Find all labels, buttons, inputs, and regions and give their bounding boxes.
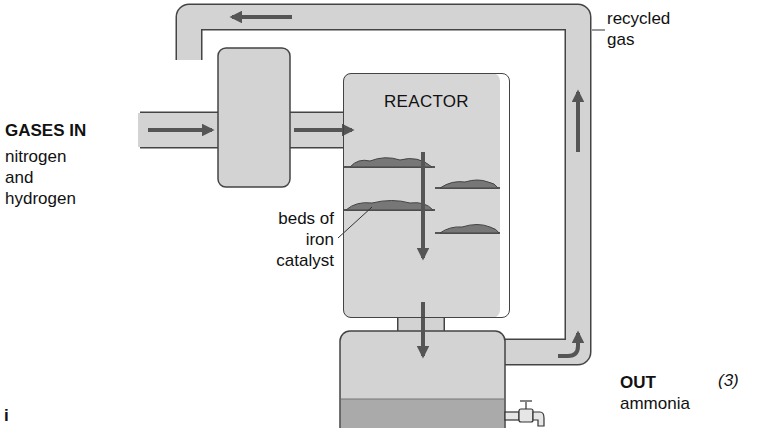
- flow-arrows: [148, 17, 578, 356]
- liquid-surface: [341, 399, 504, 400]
- inlet-gases: nitrogen and hydrogen: [5, 146, 87, 209]
- liquid-ammonia: [341, 399, 504, 428]
- outlet-label: OUT: [620, 372, 700, 393]
- reactor-vessel: REACTOR: [343, 73, 510, 318]
- vessel-name: REACTOR: [344, 74, 509, 112]
- recycle-label: recycled gas: [607, 8, 677, 50]
- mixer-vessel: [218, 48, 290, 187]
- recycle-pipe-fill: [189, 17, 578, 352]
- part-number: i: [4, 405, 24, 426]
- outlet-tap: [505, 401, 544, 426]
- inlet-label: GASES IN: [5, 120, 145, 141]
- recycle-pipe: [189, 17, 578, 352]
- mark-count: (3): [718, 370, 758, 391]
- product-label: ammonia: [620, 393, 710, 414]
- catalyst-label: beds of iron catalyst: [250, 208, 334, 271]
- leader-line: [592, 30, 605, 31]
